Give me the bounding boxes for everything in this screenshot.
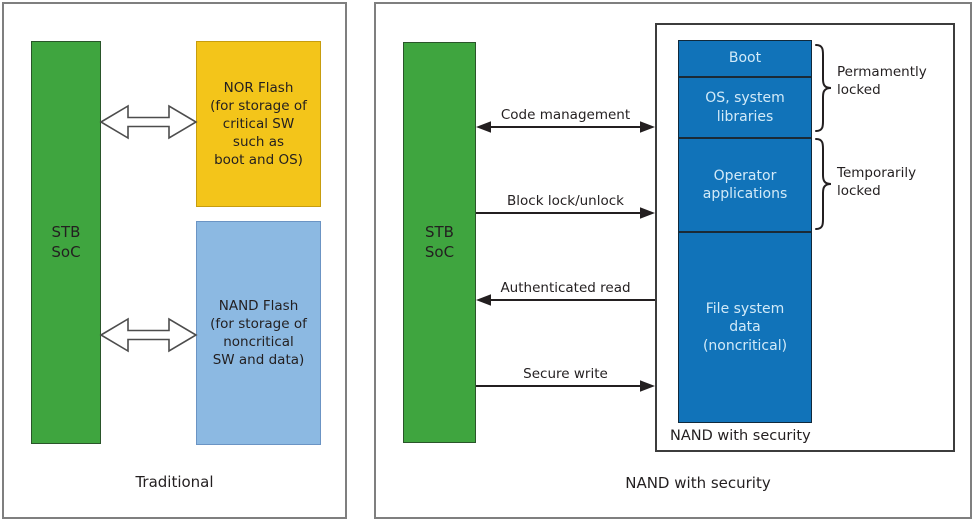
stb-soc-label: STB SoC	[424, 222, 455, 261]
nor-flash-box: NOR Flash (for storage of critical SW su…	[196, 41, 321, 207]
nand-flash-box: NAND Flash (for storage of noncritical S…	[196, 221, 321, 445]
nand-flash-label: NAND Flash (for storage of noncritical S…	[210, 297, 307, 369]
stb-soc-label: STB SoC	[51, 222, 81, 261]
nand-with-security-box-label: NAND with security	[670, 428, 811, 444]
memory-section-os: OS, system libraries	[679, 76, 811, 137]
memory-section-label: OS, system libraries	[705, 90, 785, 125]
memory-section-label: Boot	[728, 50, 762, 67]
nor-flash-label: NOR Flash (for storage of critical SW su…	[210, 79, 307, 169]
nand-security-caption: NAND with security	[625, 474, 771, 492]
code-management-arrow-label: Code management	[500, 107, 631, 123]
stb-soc-box-secure: STB SoC	[403, 42, 476, 443]
temporarily-locked-annotation: Temporarily locked	[837, 165, 917, 200]
memory-section-label: Operator applications	[702, 167, 788, 202]
memory-section-boot: Boot	[679, 41, 811, 76]
block-lock-unlock-arrow-label: Block lock/unlock	[507, 193, 624, 209]
traditional-caption: Traditional	[135, 473, 214, 491]
authenticated-read-arrow-label: Authenticated read	[500, 280, 631, 296]
memory-section-file-system: File system data (noncritical)	[679, 231, 811, 422]
permanently-locked-annotation: Permamently locked	[837, 64, 927, 99]
secure-write-arrow-label: Secure write	[523, 366, 608, 382]
secure-nand-memory-box: Boot OS, system libraries Operator appli…	[678, 40, 812, 423]
memory-section-operator-apps: Operator applications	[679, 137, 811, 231]
memory-section-label: File system data (noncritical)	[702, 301, 788, 354]
stb-soc-box-traditional: STB SoC	[31, 41, 101, 444]
